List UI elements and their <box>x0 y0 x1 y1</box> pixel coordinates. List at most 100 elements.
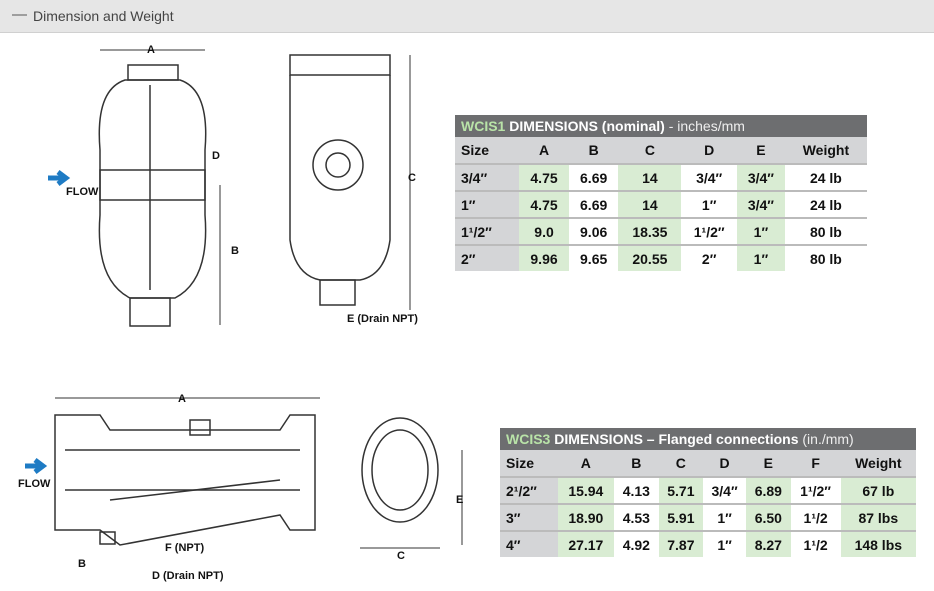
wcis3-dimensions-table: WCIS3 DIMENSIONS – Flanged connections (… <box>500 428 916 557</box>
table-cell: 1¹/2″ <box>681 217 738 245</box>
column-header: Weight <box>840 450 916 477</box>
table-cell: 1¹/2″ <box>790 476 841 504</box>
column-header: C <box>618 137 682 164</box>
table-cell: 7.87 <box>658 530 704 557</box>
table-cell: 6.69 <box>568 163 619 191</box>
table-cell: 3/4″ <box>681 163 738 191</box>
table-cell: 4.53 <box>614 503 659 531</box>
table-cell: 80 lb <box>784 217 867 245</box>
table-cell: 1″ <box>703 530 747 557</box>
table-cell: 1″ <box>737 217 785 245</box>
flow-label: FLOW <box>66 186 99 198</box>
table-cell: 20.55 <box>618 244 682 271</box>
table-cell: 2″ <box>455 244 520 271</box>
table-cell: 9.0 <box>519 217 569 245</box>
minus-icon[interactable]: — <box>12 6 27 23</box>
table-cell: 24 lb <box>784 163 867 191</box>
table-cell: 3/4″ <box>737 163 785 191</box>
table-cell: 14 <box>618 163 682 191</box>
model-name: WCIS3 <box>506 431 551 447</box>
table-cell: 18.35 <box>618 217 682 245</box>
column-header: E <box>737 137 785 164</box>
table-cell: 4.13 <box>614 476 659 504</box>
dim-d-label: D (Drain NPT) <box>152 570 224 582</box>
table-cell: 9.06 <box>568 217 619 245</box>
table-cell: 3/4″ <box>737 190 785 218</box>
table-cell: 6.50 <box>746 503 791 531</box>
title: DIMENSIONS (nominal) <box>509 118 665 134</box>
units: (in./mm) <box>802 431 854 447</box>
table-cell: 2″ <box>681 244 738 271</box>
table-cell: 2¹/2″ <box>500 476 558 504</box>
table-cell: 1″ <box>703 503 747 531</box>
dim-b-label: B <box>231 245 239 257</box>
table-cell: 4.75 <box>519 190 569 218</box>
dim-a-label: A <box>147 44 155 56</box>
column-header: E <box>746 450 791 477</box>
dim-c-label: C <box>397 550 405 562</box>
table-cell: 4.75 <box>519 163 569 191</box>
wcis3-end-drawing <box>360 417 463 549</box>
table-cell: 1″ <box>681 190 738 218</box>
table-cell: 14 <box>618 190 682 218</box>
table-title: WCIS1 DIMENSIONS (nominal) - inches/mm <box>455 115 867 137</box>
table-cell: 87 lbs <box>840 503 916 531</box>
table-cell: 27.17 <box>557 530 615 557</box>
table-cell: 6.89 <box>746 476 791 504</box>
table-cell: 1¹/2″ <box>455 217 520 245</box>
model-name: WCIS1 <box>461 118 506 134</box>
table-cell: 9.96 <box>519 244 569 271</box>
column-header: Weight <box>784 137 867 164</box>
dim-b-label: B <box>78 558 86 570</box>
dim-e-label: E (Drain NPT) <box>347 313 418 325</box>
dim-d-label: D <box>212 150 220 162</box>
table-cell: 5.91 <box>658 503 704 531</box>
column-header: A <box>557 450 615 477</box>
table-cell: 15.94 <box>557 476 615 504</box>
column-header: B <box>568 137 619 164</box>
table-cell: 24 lb <box>784 190 867 218</box>
dim-a-label: A <box>178 393 186 405</box>
column-header: C <box>658 450 704 477</box>
section-header[interactable]: — Dimension and Weight <box>0 0 934 33</box>
column-header: A <box>519 137 569 164</box>
table-cell: 8.27 <box>746 530 791 557</box>
table-cell: 148 lbs <box>840 530 916 557</box>
column-header: F <box>790 450 841 477</box>
column-header: Size <box>500 450 558 477</box>
wcis1-side-drawing <box>289 54 411 310</box>
table-cell: 18.90 <box>557 503 615 531</box>
column-header: D <box>681 137 738 164</box>
wcis3-side-drawing <box>54 397 320 546</box>
table-cell: 1″ <box>455 190 520 218</box>
column-header: B <box>614 450 659 477</box>
table-cell: 5.71 <box>658 476 704 504</box>
dim-f-label: F (NPT) <box>165 542 205 554</box>
table-cell: 9.65 <box>568 244 619 271</box>
table-cell: 1¹/2 <box>790 503 841 531</box>
table-cell: 4.92 <box>614 530 659 557</box>
dim-e-label: E <box>456 494 464 506</box>
table-cell: 4″ <box>500 530 558 557</box>
table-cell: 1″ <box>737 244 785 271</box>
column-header: D <box>703 450 747 477</box>
table-cell: 3″ <box>500 503 558 531</box>
units: - inches/mm <box>668 118 745 134</box>
flow-arrow-icon <box>25 458 48 474</box>
section-title: Dimension and Weight <box>33 8 174 24</box>
wcis1-dimensions-table: WCIS1 DIMENSIONS (nominal) - inches/mm S… <box>455 115 867 271</box>
dim-c-label: C <box>408 172 416 184</box>
table-title: WCIS3 DIMENSIONS – Flanged connections (… <box>500 428 916 450</box>
flow-arrow-icon <box>48 170 71 186</box>
table-cell: 80 lb <box>784 244 867 271</box>
